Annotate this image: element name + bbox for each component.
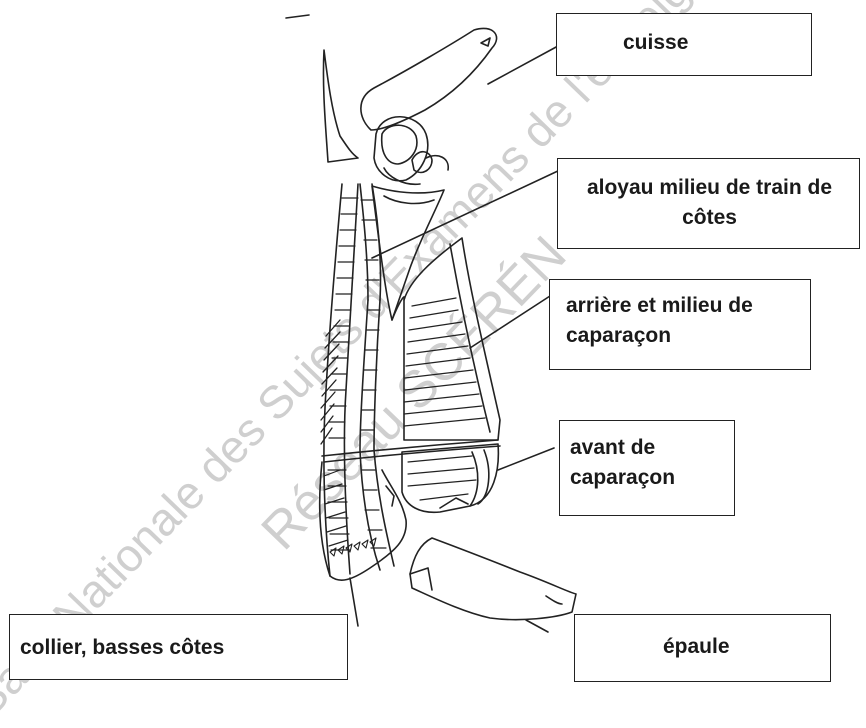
spine-right-edge xyxy=(344,184,358,574)
label-epaule: épaule xyxy=(574,614,831,682)
label-collier-text: collier, basses côtes xyxy=(20,636,224,659)
label-arriere-text: arrière et milieu de caparaçon xyxy=(566,294,753,347)
cuisse-shape xyxy=(361,28,497,130)
cuisse-joint-inner xyxy=(382,125,417,164)
tail-shape xyxy=(323,50,358,162)
label-cuisse-text: cuisse xyxy=(623,31,688,54)
leader-arriere xyxy=(470,296,550,348)
label-epaule-text: épaule xyxy=(663,635,730,658)
neck-vertebrae xyxy=(330,538,376,556)
label-aloyau: aloyau milieu de train de côtes xyxy=(557,158,860,249)
leader-epaule xyxy=(526,620,548,632)
spine-inner-left xyxy=(360,184,368,300)
label-aloyau-text: aloyau milieu de train de côtes xyxy=(587,176,832,229)
cuisse-bone xyxy=(481,38,490,46)
cuisse-knuckle xyxy=(412,152,432,173)
label-avant: avant de caparaçon xyxy=(559,420,735,516)
label-collier: collier, basses côtes xyxy=(9,614,348,680)
label-cuisse: cuisse xyxy=(556,13,812,76)
stray-mark xyxy=(286,15,309,18)
leader-avant xyxy=(498,448,554,470)
leader-collier xyxy=(350,578,358,626)
label-avant-text: avant de caparaçon xyxy=(570,436,675,489)
epaule-outline xyxy=(410,538,576,620)
label-arriere: arrière et milieu de caparaçon xyxy=(549,279,811,370)
leader-aloyau xyxy=(372,170,560,258)
leader-cuisse xyxy=(488,46,558,84)
